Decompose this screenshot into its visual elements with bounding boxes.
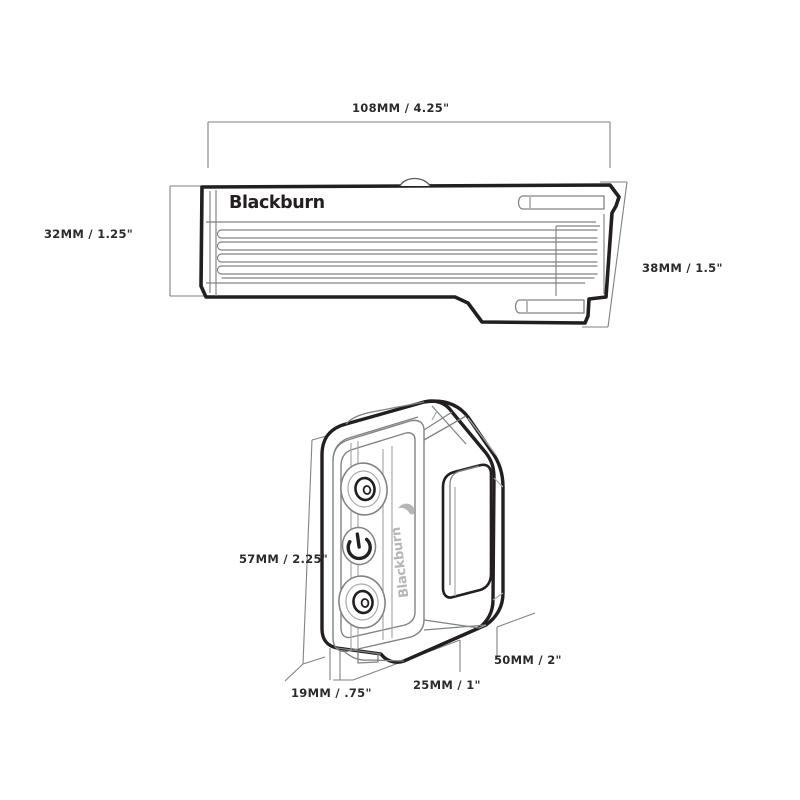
lens-top: [340, 462, 388, 516]
dimension-bracket-rear-depth: [284, 648, 331, 682]
side-profile-view: Blackburn: [169, 121, 628, 328]
dimension-label-right-height: 38MM / 1.5": [642, 261, 723, 275]
three-quarter-view: Blackburn: [284, 399, 536, 682]
brand-flame-icon: [398, 503, 415, 515]
brand-wordmark-side: Blackburn: [229, 193, 325, 213]
dimension-label-rear-side: 50MM / 2": [494, 653, 562, 667]
dimension-bracket-rear-side: [459, 612, 536, 672]
mount-slot-bottom: [514, 299, 585, 314]
dimension-label-rear-depth: 19MM / .75": [291, 686, 372, 700]
lens-bottom: [338, 575, 386, 629]
rear-seam-lines: [431, 410, 504, 629]
mount-slot-top: [517, 195, 605, 210]
strap-clip: [441, 463, 493, 599]
bottom-foot-detail: [357, 652, 379, 664]
top-chamfer-lines: [332, 401, 467, 462]
cooling-fins-side: [216, 229, 598, 279]
dimension-label-rear-width: 25MM / 1": [413, 678, 481, 692]
dimension-label-rear-height: 57MM / 2.25": [239, 552, 329, 566]
top-nub-detail: [399, 177, 431, 187]
dimension-bracket-right-height: [582, 181, 628, 328]
rear-shell-panel: [402, 399, 505, 663]
power-button[interactable]: [340, 525, 378, 566]
power-symbol-icon: [346, 532, 372, 561]
fin-endcap-detail: [555, 225, 600, 296]
dimension-bracket-left-height: [169, 185, 205, 297]
dimension-bracket-top-width: [207, 121, 611, 168]
housing-interior-lines-side: [206, 190, 605, 296]
dimension-label-top-width: 108MM / 4.25": [352, 101, 450, 115]
dimension-label-left-height: 32MM / 1.25": [44, 227, 134, 241]
